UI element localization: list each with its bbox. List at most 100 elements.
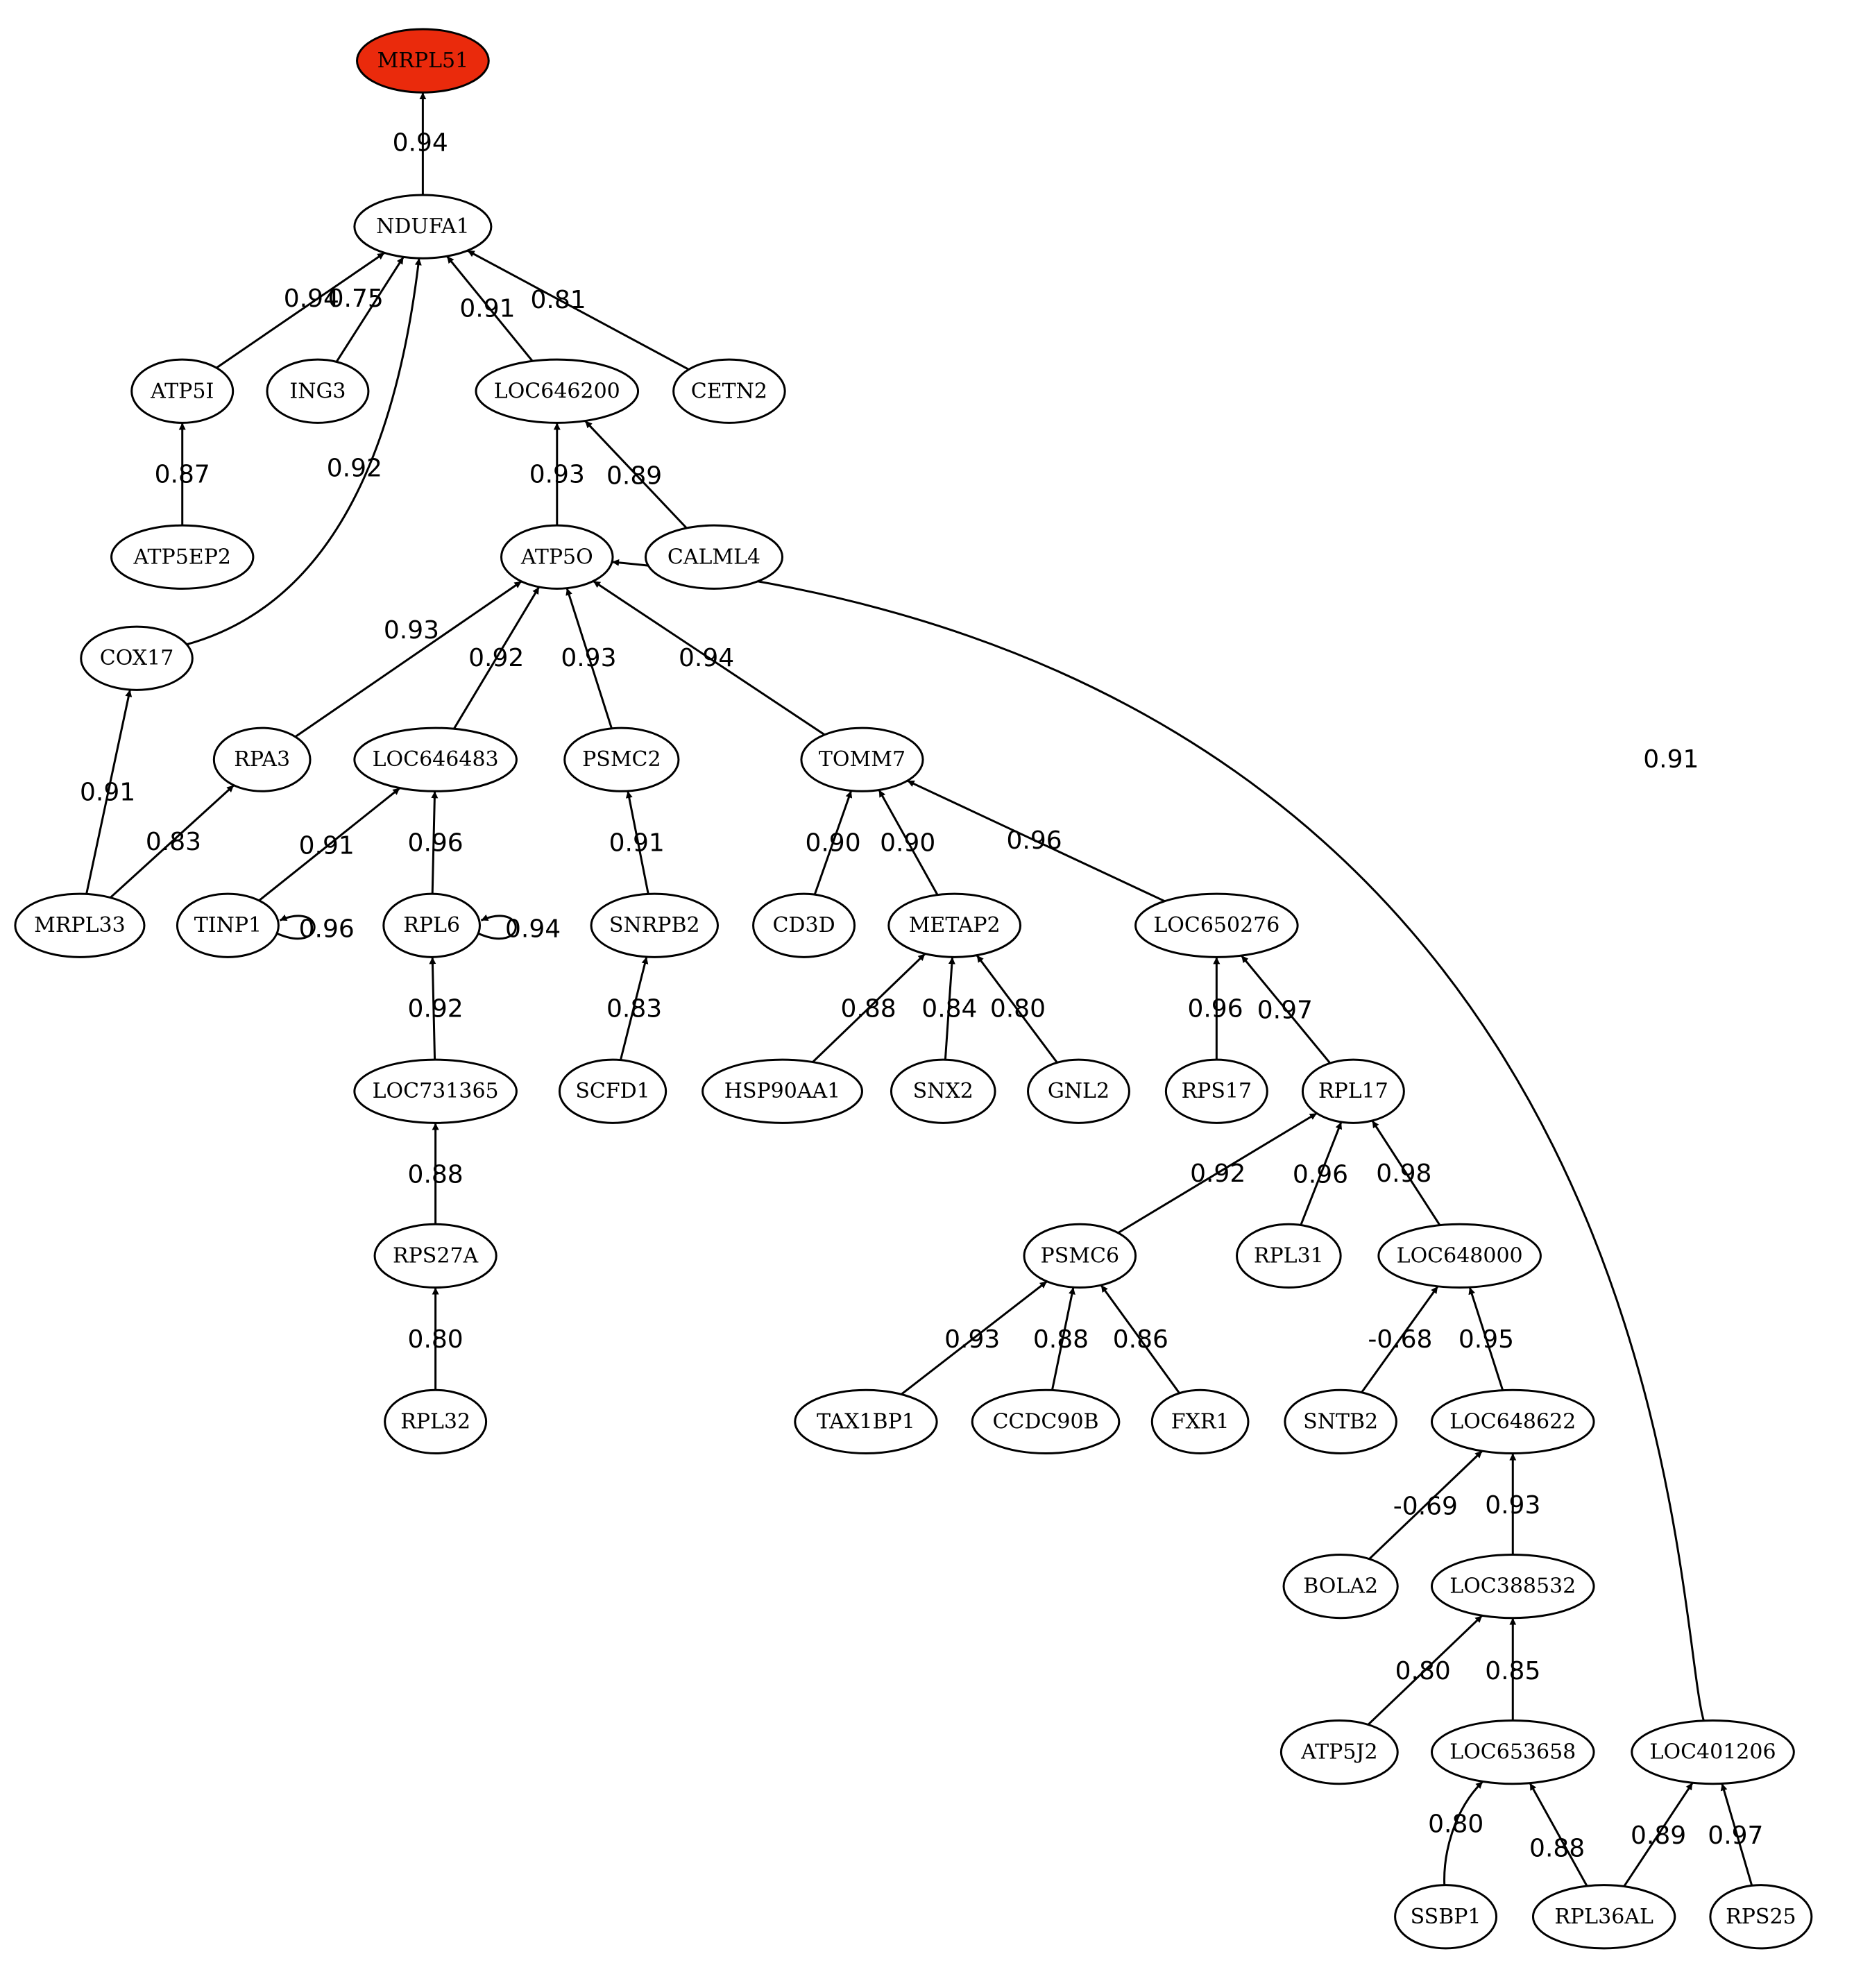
node-loc401206[interactable]: LOC401206 [1631,1719,1795,1785]
node-atp5j2[interactable]: ATP5J2 [1279,1719,1399,1785]
node-ellipse [130,358,235,424]
node-label: HSP90AA1 [724,1079,841,1103]
node-ellipse [1282,1553,1399,1620]
node-label: RPL31 [1254,1243,1324,1268]
node-calml4[interactable]: CALML4 [644,524,784,590]
edge-weight-label: 0.80 [408,1325,464,1354]
node-gnl2[interactable]: GNL2 [1026,1058,1130,1124]
node-label: SNX2 [913,1079,973,1103]
node-atp5o[interactable]: ATP5O [500,524,614,590]
node-label: RPL17 [1318,1079,1388,1103]
node-loc646200[interactable]: LOC646200 [475,358,640,424]
node-rpl36al[interactable]: RPL36AL [1531,1884,1676,1950]
node-label: ATP5I [150,379,214,403]
edge-ssbp1-to-loc653658 [1443,1781,1484,1885]
node-cetn2[interactable]: CETN2 [672,358,786,424]
node-rps25[interactable]: RPS25 [1709,1884,1813,1950]
edge-loc401206-to-atp5o [611,559,1705,1722]
node-rpl17[interactable]: RPL17 [1301,1058,1405,1124]
node-fxr1[interactable]: FXR1 [1150,1388,1250,1455]
node-ndufa1[interactable]: NDUFA1 [353,194,493,260]
node-label: SNTB2 [1303,1409,1378,1434]
node-ellipse [176,892,280,958]
node-label: LOC648000 [1397,1243,1523,1268]
edge-weight-label: 0.83 [606,995,662,1023]
edge-weight-label: 0.89 [1631,1821,1686,1850]
node-loc646483[interactable]: LOC646483 [353,727,518,792]
node-ellipse [356,28,490,94]
node-psmc6[interactable]: PSMC6 [1023,1223,1137,1289]
edge-weight-label: 0.93 [944,1325,1000,1354]
node-loc648622[interactable]: LOC648622 [1431,1388,1595,1455]
node-ellipse [80,625,194,691]
edge-weight-label: 0.96 [1007,826,1062,855]
node-loc653658[interactable]: LOC653658 [1431,1719,1595,1785]
node-ellipse [558,1058,667,1124]
node-atp5ep2[interactable]: ATP5EP2 [110,524,255,590]
node-rps27a[interactable]: RPS27A [373,1223,497,1289]
edge-rpl31-to-rpl17 [1300,1121,1343,1226]
edge-weight-label: -0.68 [1368,1325,1432,1354]
node-label: LOC731365 [373,1079,499,1103]
node-label: LOC653658 [1449,1740,1576,1765]
node-atp5i[interactable]: ATP5I [130,358,235,424]
edge-psmc2-to-atp5o [565,588,613,729]
node-loc731365[interactable]: LOC731365 [353,1058,518,1124]
edge-cox17-to-ndufa1 [186,257,422,646]
node-label: LOC646483 [373,747,499,772]
node-label: BOLA2 [1303,1574,1378,1599]
edge-scfd1-to-snrpb2 [619,956,649,1060]
node-snrpb2[interactable]: SNRPB2 [590,892,719,958]
node-ellipse [1531,1884,1676,1950]
node-rps17[interactable]: RPS17 [1164,1058,1268,1124]
node-ellipse [1026,1058,1130,1124]
node-mrpl51[interactable]: MRPL51 [356,28,490,94]
edge-atp5i-to-ndufa1 [216,252,386,369]
node-tomm7[interactable]: TOMM7 [800,727,924,792]
node-label: SCFD1 [575,1079,649,1103]
node-ing3[interactable]: ING3 [266,358,370,424]
node-cox17[interactable]: COX17 [80,625,194,691]
node-scfd1[interactable]: SCFD1 [558,1058,667,1124]
node-rpl31[interactable]: RPL31 [1236,1223,1342,1289]
node-label: FXR1 [1171,1409,1230,1434]
node-loc388532[interactable]: LOC388532 [1431,1553,1595,1620]
node-rpa3[interactable]: RPA3 [212,727,312,792]
node-ellipse [1284,1388,1397,1455]
node-ellipse [890,1058,996,1124]
node-tax1bp1[interactable]: TAX1BP1 [794,1388,938,1455]
node-tinp1[interactable]: TINP1 [176,892,280,958]
node-psmc2[interactable]: PSMC2 [563,727,680,792]
edge-weight-label: 0.93 [384,616,439,645]
node-ellipse [1236,1223,1342,1289]
node-bola2[interactable]: BOLA2 [1282,1553,1399,1620]
node-ellipse [353,727,518,792]
node-ellipse [1377,1223,1542,1289]
edge-weight-label: 0.89 [606,462,662,491]
node-sntb2[interactable]: SNTB2 [1284,1388,1397,1455]
node-ellipse [1164,1058,1268,1124]
edge-weight-label: 0.97 [1257,996,1313,1024]
node-rpl32[interactable]: RPL32 [384,1388,488,1455]
node-label: MRPL33 [34,913,126,937]
edge-weight-label: 0.75 [328,284,384,313]
node-label: LOC648622 [1449,1409,1576,1434]
node-loc650276[interactable]: LOC650276 [1134,892,1299,958]
edge-weight-label: 0.98 [1376,1159,1431,1188]
node-metap2[interactable]: METAP2 [887,892,1022,958]
node-ssbp1[interactable]: SSBP1 [1394,1884,1498,1950]
edge-weight-label: 0.94 [679,644,734,672]
node-rpl6[interactable]: RPL6 [382,892,481,958]
node-cd3d[interactable]: CD3D [752,892,856,958]
edge-loc646483-to-atp5o [452,586,541,730]
node-hsp90aa1[interactable]: HSP90AA1 [701,1058,863,1124]
node-loc648000[interactable]: LOC648000 [1377,1223,1542,1289]
edge-metap2-to-tomm7 [878,789,939,896]
edge-rpl36al-to-loc401206 [1623,1782,1694,1887]
node-mrpl33[interactable]: MRPL33 [14,892,146,958]
node-label: CALML4 [667,545,760,569]
edge-rpl17-to-loc650276 [1240,955,1332,1064]
node-ccdc90b[interactable]: CCDC90B [971,1388,1121,1455]
node-snx2[interactable]: SNX2 [890,1058,996,1124]
